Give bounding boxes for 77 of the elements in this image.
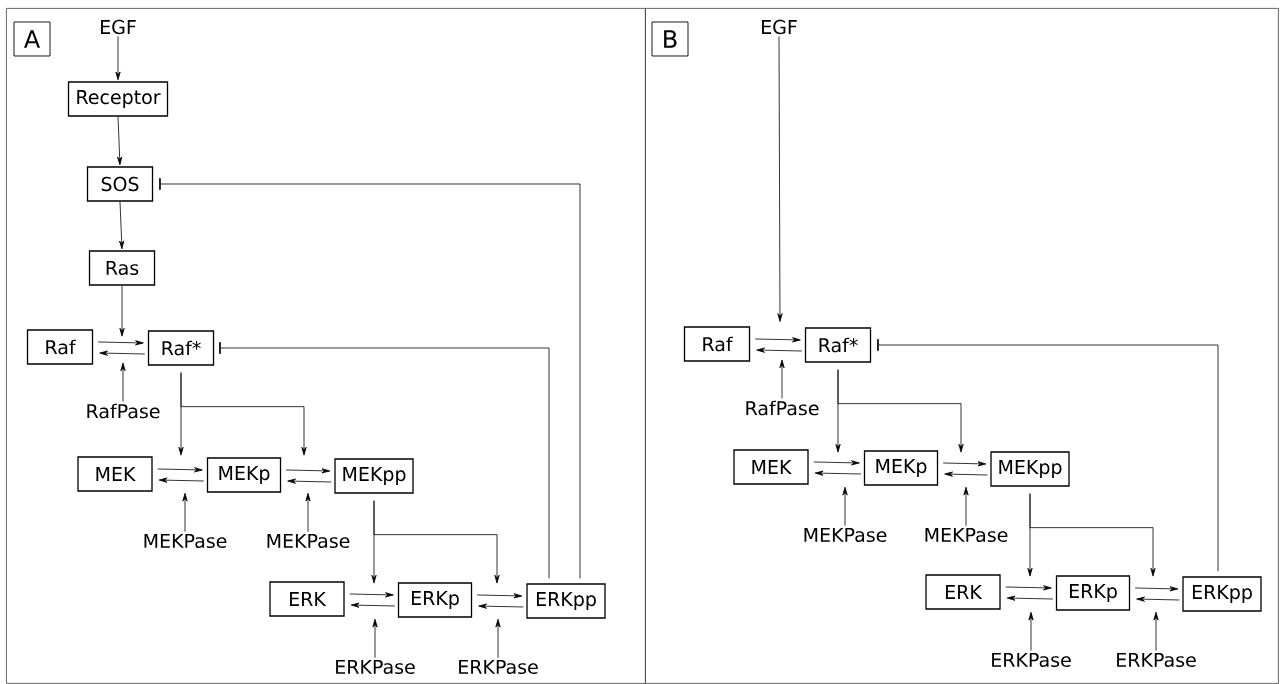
arrow xyxy=(837,369,964,453)
protein-label: ERKPase xyxy=(459,659,538,675)
protein-box: ERKpp xyxy=(1182,576,1262,612)
protein-label: MEKPase xyxy=(144,533,227,549)
protein-box: Receptor xyxy=(67,81,169,117)
arrow xyxy=(285,468,331,474)
protein-box: MEKpp xyxy=(990,451,1070,487)
protein-box: Ras xyxy=(88,250,156,286)
protein-box: ERKp xyxy=(1055,575,1131,611)
protein-label: ERKPase xyxy=(1117,652,1196,668)
protein-box: MEKp xyxy=(206,457,282,493)
arrow xyxy=(119,285,125,337)
protein-label: MEKPase xyxy=(267,533,350,549)
arrow xyxy=(779,359,785,399)
protein-label: EGF xyxy=(762,19,797,35)
protein-box: MEK xyxy=(733,449,809,485)
protein-label: ERKPase xyxy=(336,659,415,675)
arrow xyxy=(120,362,126,402)
arrow xyxy=(182,492,188,533)
protein-box: ERKp xyxy=(397,582,473,618)
arrow xyxy=(158,477,205,483)
panel-frame xyxy=(645,8,1279,684)
arrow xyxy=(287,478,332,484)
arrow xyxy=(1153,611,1159,652)
arrow xyxy=(117,116,123,166)
protein-box: Raf* xyxy=(804,327,872,363)
protein-box: ERK xyxy=(269,581,345,617)
arrow xyxy=(842,486,848,527)
arrow xyxy=(372,618,378,659)
arrow xyxy=(350,602,396,608)
arrow xyxy=(495,618,501,659)
protein-box: Raf xyxy=(26,329,94,365)
arrow xyxy=(754,337,801,343)
arrow xyxy=(373,500,500,584)
arrow xyxy=(814,470,862,476)
arrow xyxy=(813,460,860,466)
inhibition-line xyxy=(159,178,581,579)
protein-label: EGF xyxy=(101,19,136,35)
panel-frame xyxy=(6,8,646,684)
arrow xyxy=(119,201,125,250)
arrow xyxy=(305,492,311,533)
arrow xyxy=(476,593,523,599)
arrow xyxy=(115,36,121,81)
arrow xyxy=(1005,585,1052,591)
protein-label: RafPase xyxy=(746,400,819,416)
arrow xyxy=(349,592,394,598)
arrow xyxy=(180,372,307,456)
protein-box: Raf xyxy=(683,326,751,362)
arrow xyxy=(963,486,969,527)
inhibition-line xyxy=(877,339,1219,572)
arrow xyxy=(97,340,144,346)
protein-box: MEKpp xyxy=(334,458,414,494)
arrow xyxy=(1136,596,1180,602)
arrow xyxy=(777,36,783,322)
arrow xyxy=(942,461,987,467)
arrow xyxy=(1134,586,1179,592)
arrow xyxy=(1006,595,1054,601)
panel-label: A xyxy=(13,21,51,57)
arrow xyxy=(157,467,203,473)
arrow xyxy=(944,471,988,477)
arrow xyxy=(478,603,524,609)
protein-box: MEK xyxy=(77,456,153,492)
panel-label: B xyxy=(651,21,689,57)
protein-label: ERKPase xyxy=(992,652,1071,668)
arrow xyxy=(99,350,146,356)
protein-box: ERK xyxy=(925,574,1001,610)
protein-label: MEKPase xyxy=(925,527,1008,543)
arrow xyxy=(756,347,803,353)
protein-box: MEKp xyxy=(863,450,939,486)
protein-label: RafPase xyxy=(87,403,160,419)
arrow xyxy=(1029,493,1156,577)
protein-label: MEKPase xyxy=(804,527,887,543)
protein-box: Raf* xyxy=(147,330,215,366)
inhibition-line xyxy=(219,342,550,579)
arrow xyxy=(1028,611,1034,652)
protein-box: ERKpp xyxy=(526,583,606,619)
protein-box: SOS xyxy=(86,166,154,202)
